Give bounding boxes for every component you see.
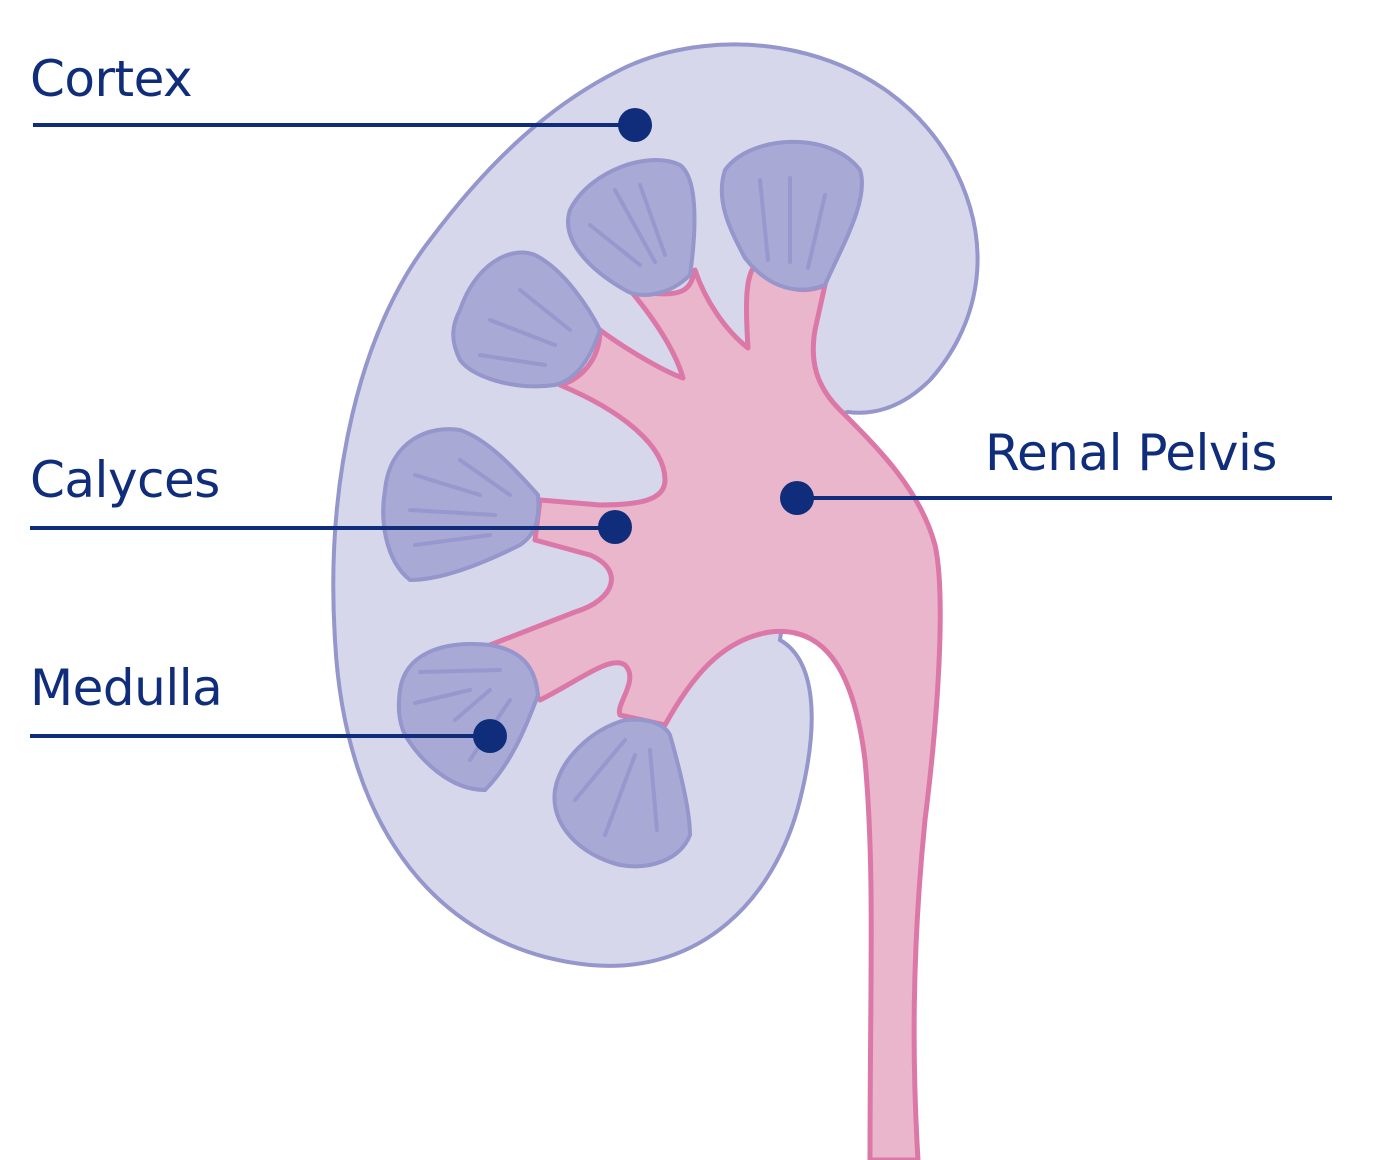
medulla-pointer-dot <box>473 719 507 753</box>
calyces-label: Calyces <box>30 451 220 509</box>
cortex-pointer-dot <box>618 108 652 142</box>
leader-lines <box>30 108 1332 753</box>
renal-pelvis-shape <box>487 257 943 1160</box>
medulla-striations <box>408 176 827 837</box>
cortex-label: Cortex <box>30 50 193 108</box>
renal-pelvis-label: Renal Pelvis <box>985 424 1277 482</box>
renal-pelvis-pointer-dot <box>780 481 814 515</box>
calyces-pointer-dot <box>598 510 632 544</box>
medulla-label: Medulla <box>30 659 223 717</box>
